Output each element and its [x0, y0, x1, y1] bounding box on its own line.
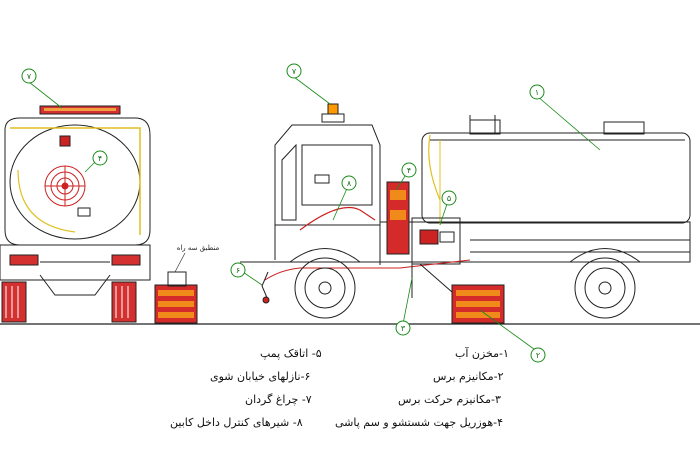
- legend-item-7: ۷- چراغ گردان: [245, 393, 312, 406]
- callout-4-rear: ۴: [92, 150, 108, 166]
- callout-6: ۶: [230, 262, 246, 278]
- callout-8: ۸: [341, 175, 357, 191]
- svg-text:۷: ۷: [27, 72, 32, 81]
- callout-7-side: ۷: [286, 63, 302, 79]
- callouts: ۷ ۴ ۷ ۱ ۸ ۴ ۵ ۶: [21, 63, 546, 363]
- rear-wheels: [1, 281, 137, 323]
- rear-wheel: [574, 257, 636, 319]
- callout-7-rear: ۷: [21, 68, 37, 84]
- svg-text:۷: ۷: [292, 67, 297, 76]
- hose-reel: [44, 165, 86, 207]
- cab: [274, 124, 381, 265]
- water-tank: [421, 115, 691, 225]
- svg-text:۶: ۶: [236, 266, 240, 275]
- callout-3: ۳: [395, 320, 411, 336]
- legend-item-5: ۵- اتاقک پمپ: [260, 347, 322, 360]
- svg-text:۲: ۲: [536, 351, 540, 360]
- beacon-light: [327, 103, 339, 115]
- svg-text:۱: ۱: [535, 88, 539, 97]
- rear-view: [0, 105, 198, 324]
- rear-chassis: [0, 244, 151, 281]
- rear-brush: [154, 271, 198, 324]
- three-way-note: منطبق سه راه: [177, 244, 220, 252]
- svg-text:۴: ۴: [98, 154, 102, 163]
- legend-item-8: ۸- شیرهای کنترل داخل کابین: [170, 416, 303, 429]
- front-wheel: [294, 257, 356, 319]
- legend-item-6: ۶-نازلهای خیابان شوی: [210, 370, 311, 383]
- svg-text:۴: ۴: [407, 166, 411, 175]
- svg-text:۳: ۳: [401, 324, 406, 333]
- svg-text:۵: ۵: [447, 194, 451, 203]
- front-nozzle: [262, 296, 270, 304]
- legend-item-1: ۱-مخزن آب: [455, 347, 509, 360]
- brush-mechanism: [411, 263, 505, 324]
- callout-5: ۵: [441, 190, 457, 206]
- tank-rear-outline: [4, 117, 151, 246]
- legend-item-2: ۲-مکانیزم برس: [433, 370, 504, 383]
- callout-2: ۲: [530, 347, 546, 363]
- legend-item-3: ۳-مکانیزم حرکت برس: [398, 393, 501, 406]
- callout-4-side: ۴: [401, 162, 417, 178]
- svg-text:۸: ۸: [347, 179, 352, 188]
- legend-item-4: ۴-هوزریل جهت شستشو و سم پاشی: [335, 416, 504, 429]
- side-view: [0, 103, 700, 325]
- callout-1: ۱: [529, 84, 545, 100]
- tank-rear-circle: [9, 124, 141, 240]
